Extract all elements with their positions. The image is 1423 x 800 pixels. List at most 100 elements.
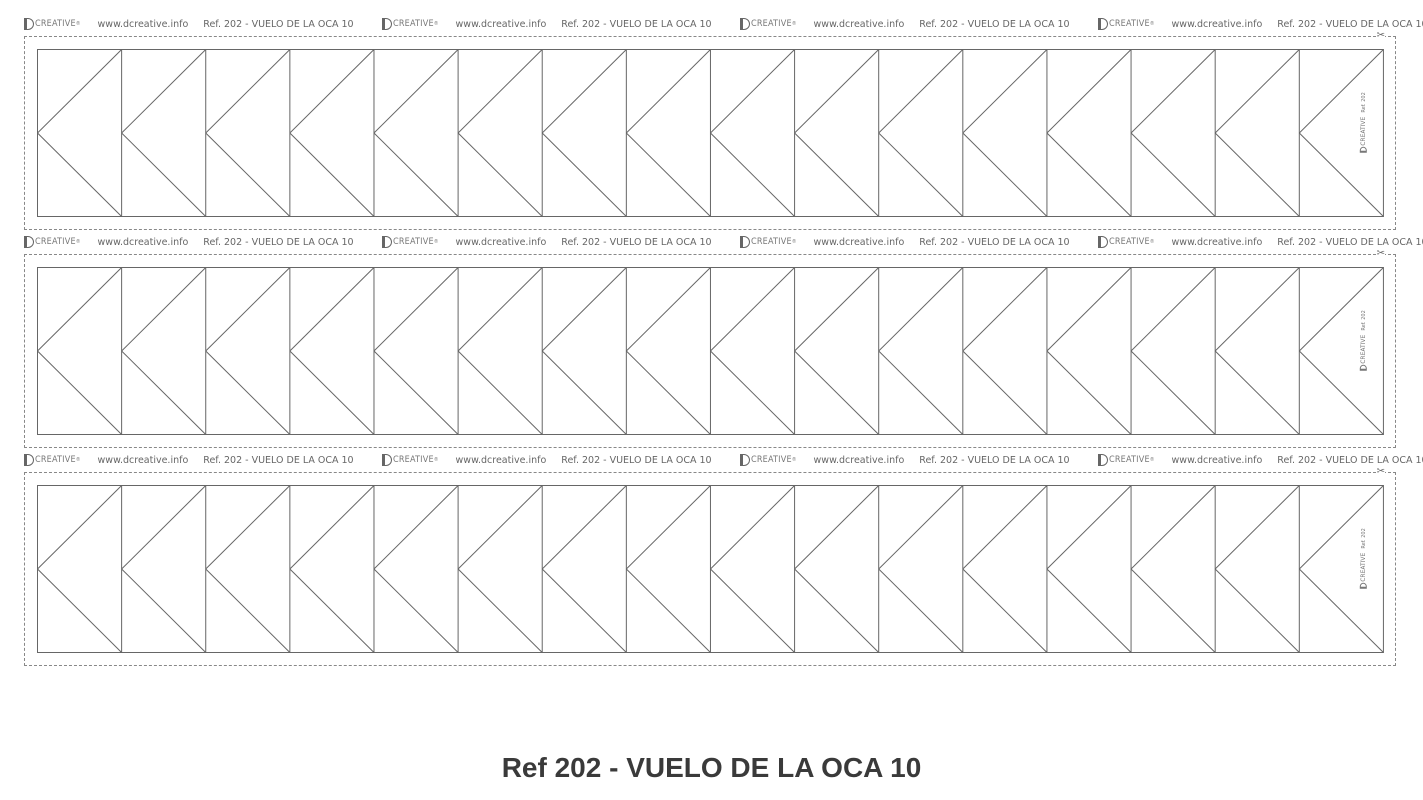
geese-template xyxy=(37,49,1384,217)
goose-diagonal-lower xyxy=(1046,350,1132,435)
goose-diagonal-upper xyxy=(121,485,207,570)
dcreative-logo: CREATIVE® xyxy=(740,454,797,466)
strip-header-3: CREATIVE® www.dcreative.info Ref. 202 - VU… xyxy=(24,452,1423,468)
goose-diagonal-lower xyxy=(289,568,375,653)
goose-diagonal-lower xyxy=(121,350,207,435)
goose-diagonal-upper xyxy=(457,49,543,134)
side-watermark: CREATIVE Ref. 202 xyxy=(1350,527,1376,589)
goose-diagonal-upper xyxy=(541,485,627,570)
side-logo-text: CREATIVE xyxy=(1359,552,1367,582)
goose-diagonal-upper xyxy=(205,485,291,570)
d-logo-icon xyxy=(382,236,392,248)
website-url: www.dcreative.info xyxy=(813,454,905,466)
dcreative-logo: CREATIVE® xyxy=(24,236,81,248)
registered-mark: ® xyxy=(75,239,81,245)
d-logo-icon xyxy=(1359,146,1367,153)
goose-diagonal-lower xyxy=(1214,132,1300,217)
registered-mark: ® xyxy=(433,457,439,463)
goose-diagonal-upper xyxy=(205,267,291,352)
goose-diagonal-lower xyxy=(1130,132,1216,217)
dcreative-logo: CREATIVE® xyxy=(740,18,797,30)
goose-diagonal-upper xyxy=(1046,49,1132,134)
d-logo-icon xyxy=(24,454,34,466)
goose-diagonal-upper xyxy=(625,267,711,352)
goose-diagonal-upper xyxy=(794,49,880,134)
d-logo-icon xyxy=(382,18,392,30)
goose-diagonal-lower xyxy=(289,132,375,217)
page-title: Ref 202 - VUELO DE LA OCA 10 xyxy=(501,752,922,783)
registered-mark: ® xyxy=(433,239,439,245)
registered-mark: ® xyxy=(75,21,81,27)
goose-diagonal-lower xyxy=(373,350,459,435)
goose-diagonal-lower xyxy=(1298,350,1384,435)
reference-label: Ref. 202 - VUELO DE LA OCA 10 xyxy=(203,236,354,248)
goose-diagonal-lower xyxy=(1298,132,1384,217)
reference-label: Ref. 202 - VUELO DE LA OCA 10 xyxy=(1277,18,1423,30)
goose-diagonal-lower xyxy=(37,132,122,217)
goose-diagonal-upper xyxy=(37,49,122,134)
goose-diagonal-lower xyxy=(625,132,711,217)
goose-diagonal-lower xyxy=(962,568,1048,653)
goose-diagonal-upper xyxy=(710,49,795,134)
goose-diagonal-upper xyxy=(289,485,375,570)
goose-diagonal-upper xyxy=(121,49,207,134)
d-logo-icon xyxy=(740,236,750,248)
d-logo-icon xyxy=(1098,18,1108,30)
goose-diagonal-upper xyxy=(1046,485,1132,570)
d-logo-icon xyxy=(24,236,34,248)
side-reference: Ref. 202 xyxy=(1360,527,1367,549)
goose-diagonal-upper xyxy=(541,49,627,134)
goose-diagonal-lower xyxy=(121,568,207,653)
goose-diagonal-upper xyxy=(962,485,1048,570)
goose-diagonal-lower xyxy=(1214,350,1300,435)
dcreative-logo: CREATIVE® xyxy=(24,454,81,466)
logo-text: CREATIVE xyxy=(393,237,434,247)
reference-label: Ref. 202 - VUELO DE LA OCA 10 xyxy=(919,236,1070,248)
goose-diagonal-lower xyxy=(878,568,964,653)
goose-diagonal-lower xyxy=(205,132,291,217)
reference-label: Ref. 202 - VUELO DE LA OCA 10 xyxy=(1277,454,1423,466)
goose-diagonal-upper xyxy=(373,485,459,570)
goose-diagonal-upper xyxy=(1130,49,1216,134)
side-logo-text: CREATIVE xyxy=(1359,334,1367,364)
goose-diagonal-lower xyxy=(37,350,122,435)
goose-diagonal-lower xyxy=(1130,350,1216,435)
goose-diagonal-lower xyxy=(373,568,459,653)
scissors-icon: ✂ xyxy=(1376,30,1385,42)
reference-label: Ref. 202 - VUELO DE LA OCA 10 xyxy=(203,454,354,466)
goose-diagonal-lower xyxy=(541,568,627,653)
dcreative-logo: CREATIVE® xyxy=(1098,18,1155,30)
website-url: www.dcreative.info xyxy=(455,18,547,30)
dcreative-logo: CREATIVE® xyxy=(24,18,81,30)
reference-label: Ref. 202 - VUELO DE LA OCA 10 xyxy=(1277,236,1423,248)
scissors-icon: ✂ xyxy=(1376,248,1385,260)
d-logo-icon xyxy=(382,454,392,466)
website-url: www.dcreative.info xyxy=(813,236,905,248)
reference-label: Ref. 202 - VUELO DE LA OCA 10 xyxy=(203,18,354,30)
website-url: www.dcreative.info xyxy=(813,18,905,30)
goose-diagonal-upper xyxy=(878,267,964,352)
goose-diagonal-lower xyxy=(878,350,964,435)
scissors-icon: ✂ xyxy=(1376,466,1385,478)
goose-diagonal-upper xyxy=(457,267,543,352)
logo-text: CREATIVE xyxy=(35,19,76,29)
reference-label: Ref. 202 - VUELO DE LA OCA 10 xyxy=(561,236,712,248)
goose-diagonal-lower xyxy=(205,568,291,653)
goose-diagonal-lower xyxy=(1046,568,1132,653)
goose-diagonal-upper xyxy=(1298,267,1384,352)
goose-diagonal-upper xyxy=(1298,485,1384,570)
registered-mark: ® xyxy=(791,457,797,463)
website-url: www.dcreative.info xyxy=(455,454,547,466)
website-url: www.dcreative.info xyxy=(97,454,189,466)
website-url: www.dcreative.info xyxy=(1171,18,1263,30)
goose-diagonal-lower xyxy=(710,350,795,435)
website-url: www.dcreative.info xyxy=(1171,236,1263,248)
goose-diagonal-lower xyxy=(794,568,880,653)
